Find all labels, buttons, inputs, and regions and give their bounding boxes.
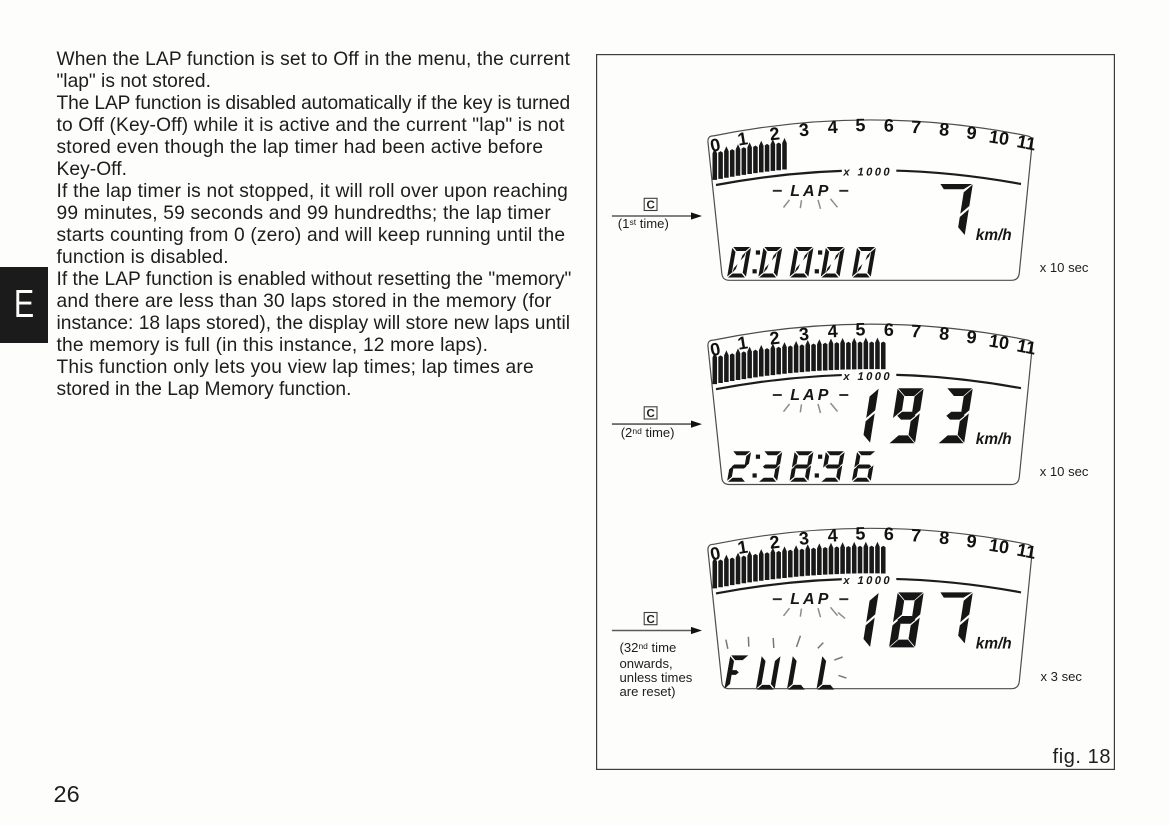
svg-text:6: 6 <box>884 116 894 136</box>
svg-text:1: 1 <box>736 537 749 558</box>
svg-text:10: 10 <box>988 535 1011 558</box>
svg-text:8: 8 <box>938 323 950 344</box>
svg-text:0: 0 <box>708 543 722 565</box>
svg-text:3: 3 <box>798 120 810 141</box>
svg-text:LAP: LAP <box>790 591 831 608</box>
svg-text:7: 7 <box>911 117 922 137</box>
svg-text:km/h: km/h <box>976 635 1012 652</box>
svg-text:10: 10 <box>988 126 1011 149</box>
svg-text:9: 9 <box>965 531 977 552</box>
svg-text:2: 2 <box>768 328 780 349</box>
svg-text:C: C <box>646 408 654 420</box>
svg-text:0: 0 <box>708 339 722 361</box>
svg-text:C: C <box>646 200 654 212</box>
svg-text:km/h: km/h <box>976 227 1012 244</box>
svg-text:1: 1 <box>736 332 749 353</box>
svg-text:C: C <box>646 614 654 626</box>
svg-text:7: 7 <box>911 525 922 545</box>
svg-text:9: 9 <box>965 123 977 144</box>
svg-text:11: 11 <box>1015 540 1037 563</box>
svg-text:4: 4 <box>827 321 838 341</box>
svg-text:5: 5 <box>855 115 865 135</box>
svg-text:4: 4 <box>827 525 838 545</box>
svg-text:8: 8 <box>938 528 950 549</box>
svg-text:2: 2 <box>768 532 780 553</box>
svg-text:6: 6 <box>884 320 894 340</box>
svg-text:8: 8 <box>938 119 950 140</box>
svg-text:3: 3 <box>798 528 810 549</box>
svg-text:1: 1 <box>736 128 749 149</box>
svg-text:0: 0 <box>708 134 722 156</box>
svg-text:x 1000: x 1000 <box>842 167 892 179</box>
svg-text:11: 11 <box>1015 131 1037 154</box>
svg-text:11: 11 <box>1015 335 1037 358</box>
svg-text:x 1000: x 1000 <box>842 371 892 383</box>
svg-text:5: 5 <box>855 319 865 339</box>
svg-text:4: 4 <box>827 117 838 137</box>
svg-text:3: 3 <box>798 324 810 345</box>
svg-text:6: 6 <box>884 524 894 544</box>
svg-text:7: 7 <box>911 321 922 341</box>
svg-text:9: 9 <box>965 327 977 348</box>
svg-text:x 1000: x 1000 <box>842 575 892 587</box>
svg-text:LAP: LAP <box>790 387 831 404</box>
svg-text:10: 10 <box>988 331 1011 354</box>
svg-text:km/h: km/h <box>976 431 1012 448</box>
svg-text:LAP: LAP <box>790 183 831 200</box>
svg-text:5: 5 <box>855 524 865 544</box>
svg-text:2: 2 <box>768 123 780 144</box>
